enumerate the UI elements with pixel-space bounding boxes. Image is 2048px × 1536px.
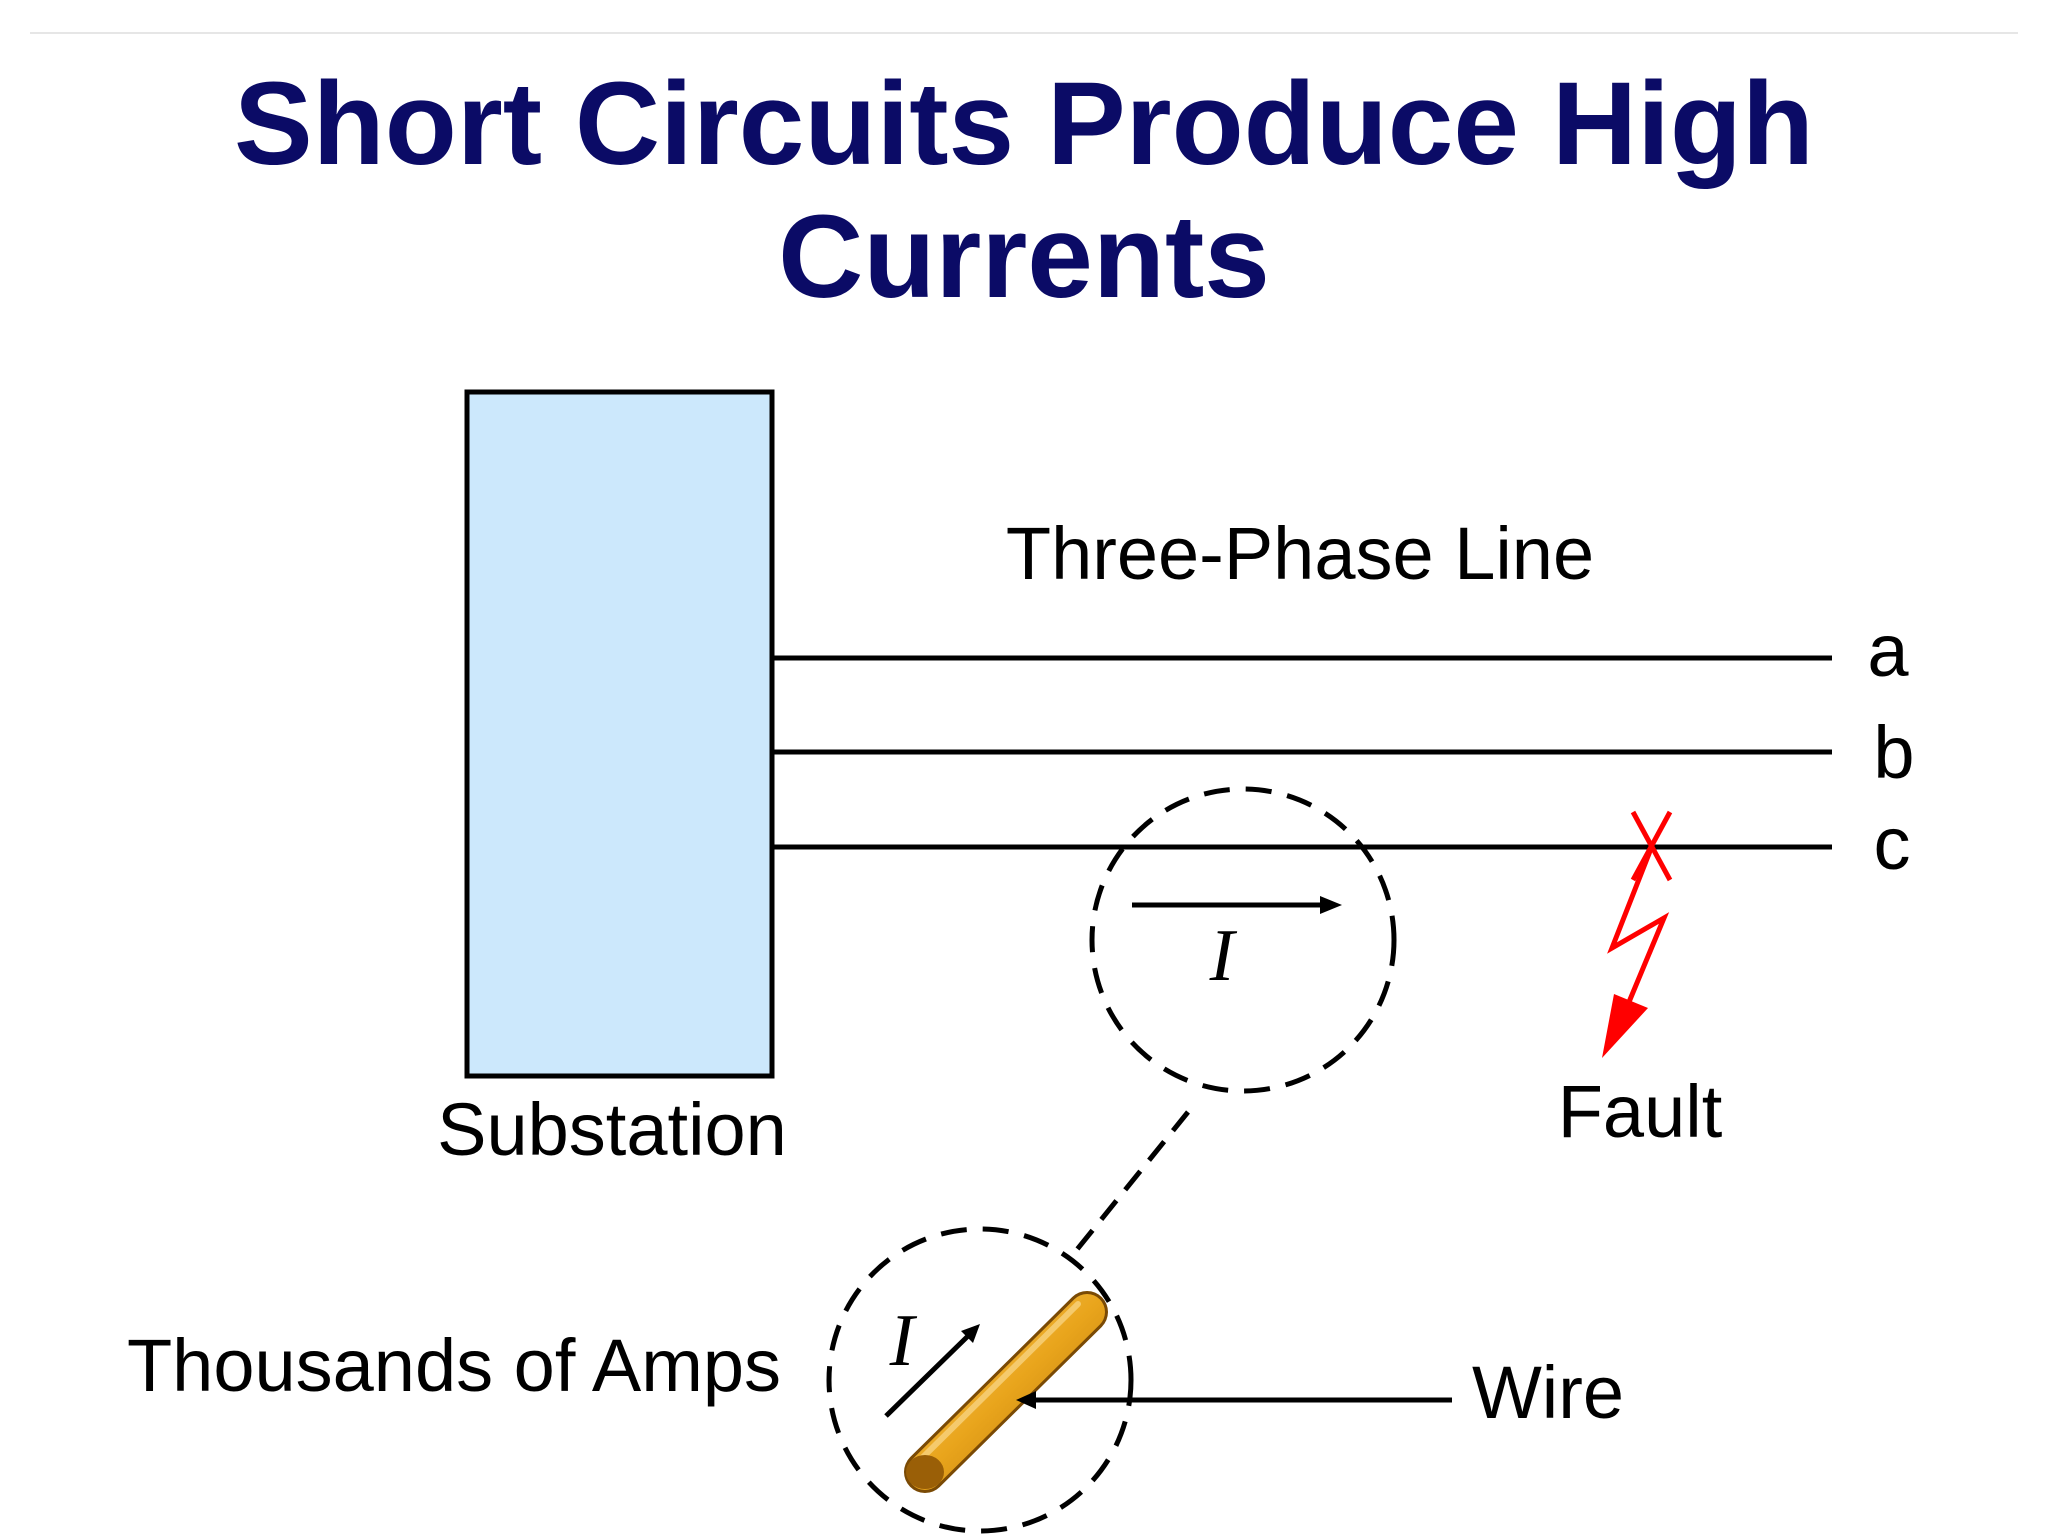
fault-bolt-icon — [1602, 810, 1673, 1058]
zoom-circle-upper — [1089, 786, 1397, 1094]
three-phase-line-label: Three-Phase Line — [1006, 512, 1594, 595]
wire-segment — [904, 1291, 1108, 1493]
wire-current-arrow-shaft — [884, 1334, 970, 1418]
wire-pointer-head — [1016, 1391, 1036, 1409]
phase-b-label: b — [1873, 711, 1914, 794]
slide-title: Short Circuits Produce High Currents — [0, 58, 2048, 324]
wire-current-arrow-head — [961, 1324, 980, 1343]
top-divider — [30, 32, 2018, 34]
current-arrow-head — [1320, 896, 1342, 914]
phase-c-label: c — [1874, 802, 1911, 885]
slide-title-line-2: Currents — [778, 191, 1270, 323]
fault-label: Fault — [1558, 1070, 1723, 1153]
thousands-of-amps-label: Thousands of Amps — [127, 1324, 781, 1407]
wire-label: Wire — [1472, 1351, 1624, 1434]
phase-a-label: a — [1867, 609, 1909, 692]
current-symbol-lower: I — [889, 1300, 918, 1382]
substation-label: Substation — [437, 1088, 787, 1171]
zoom-connector-line — [1073, 1110, 1190, 1254]
substation-box — [464, 389, 775, 1079]
current-symbol-upper: I — [1209, 915, 1238, 997]
zoom-circle-lower — [826, 1226, 1134, 1534]
slide-title-line-1: Short Circuits Produce High — [233, 58, 1815, 190]
